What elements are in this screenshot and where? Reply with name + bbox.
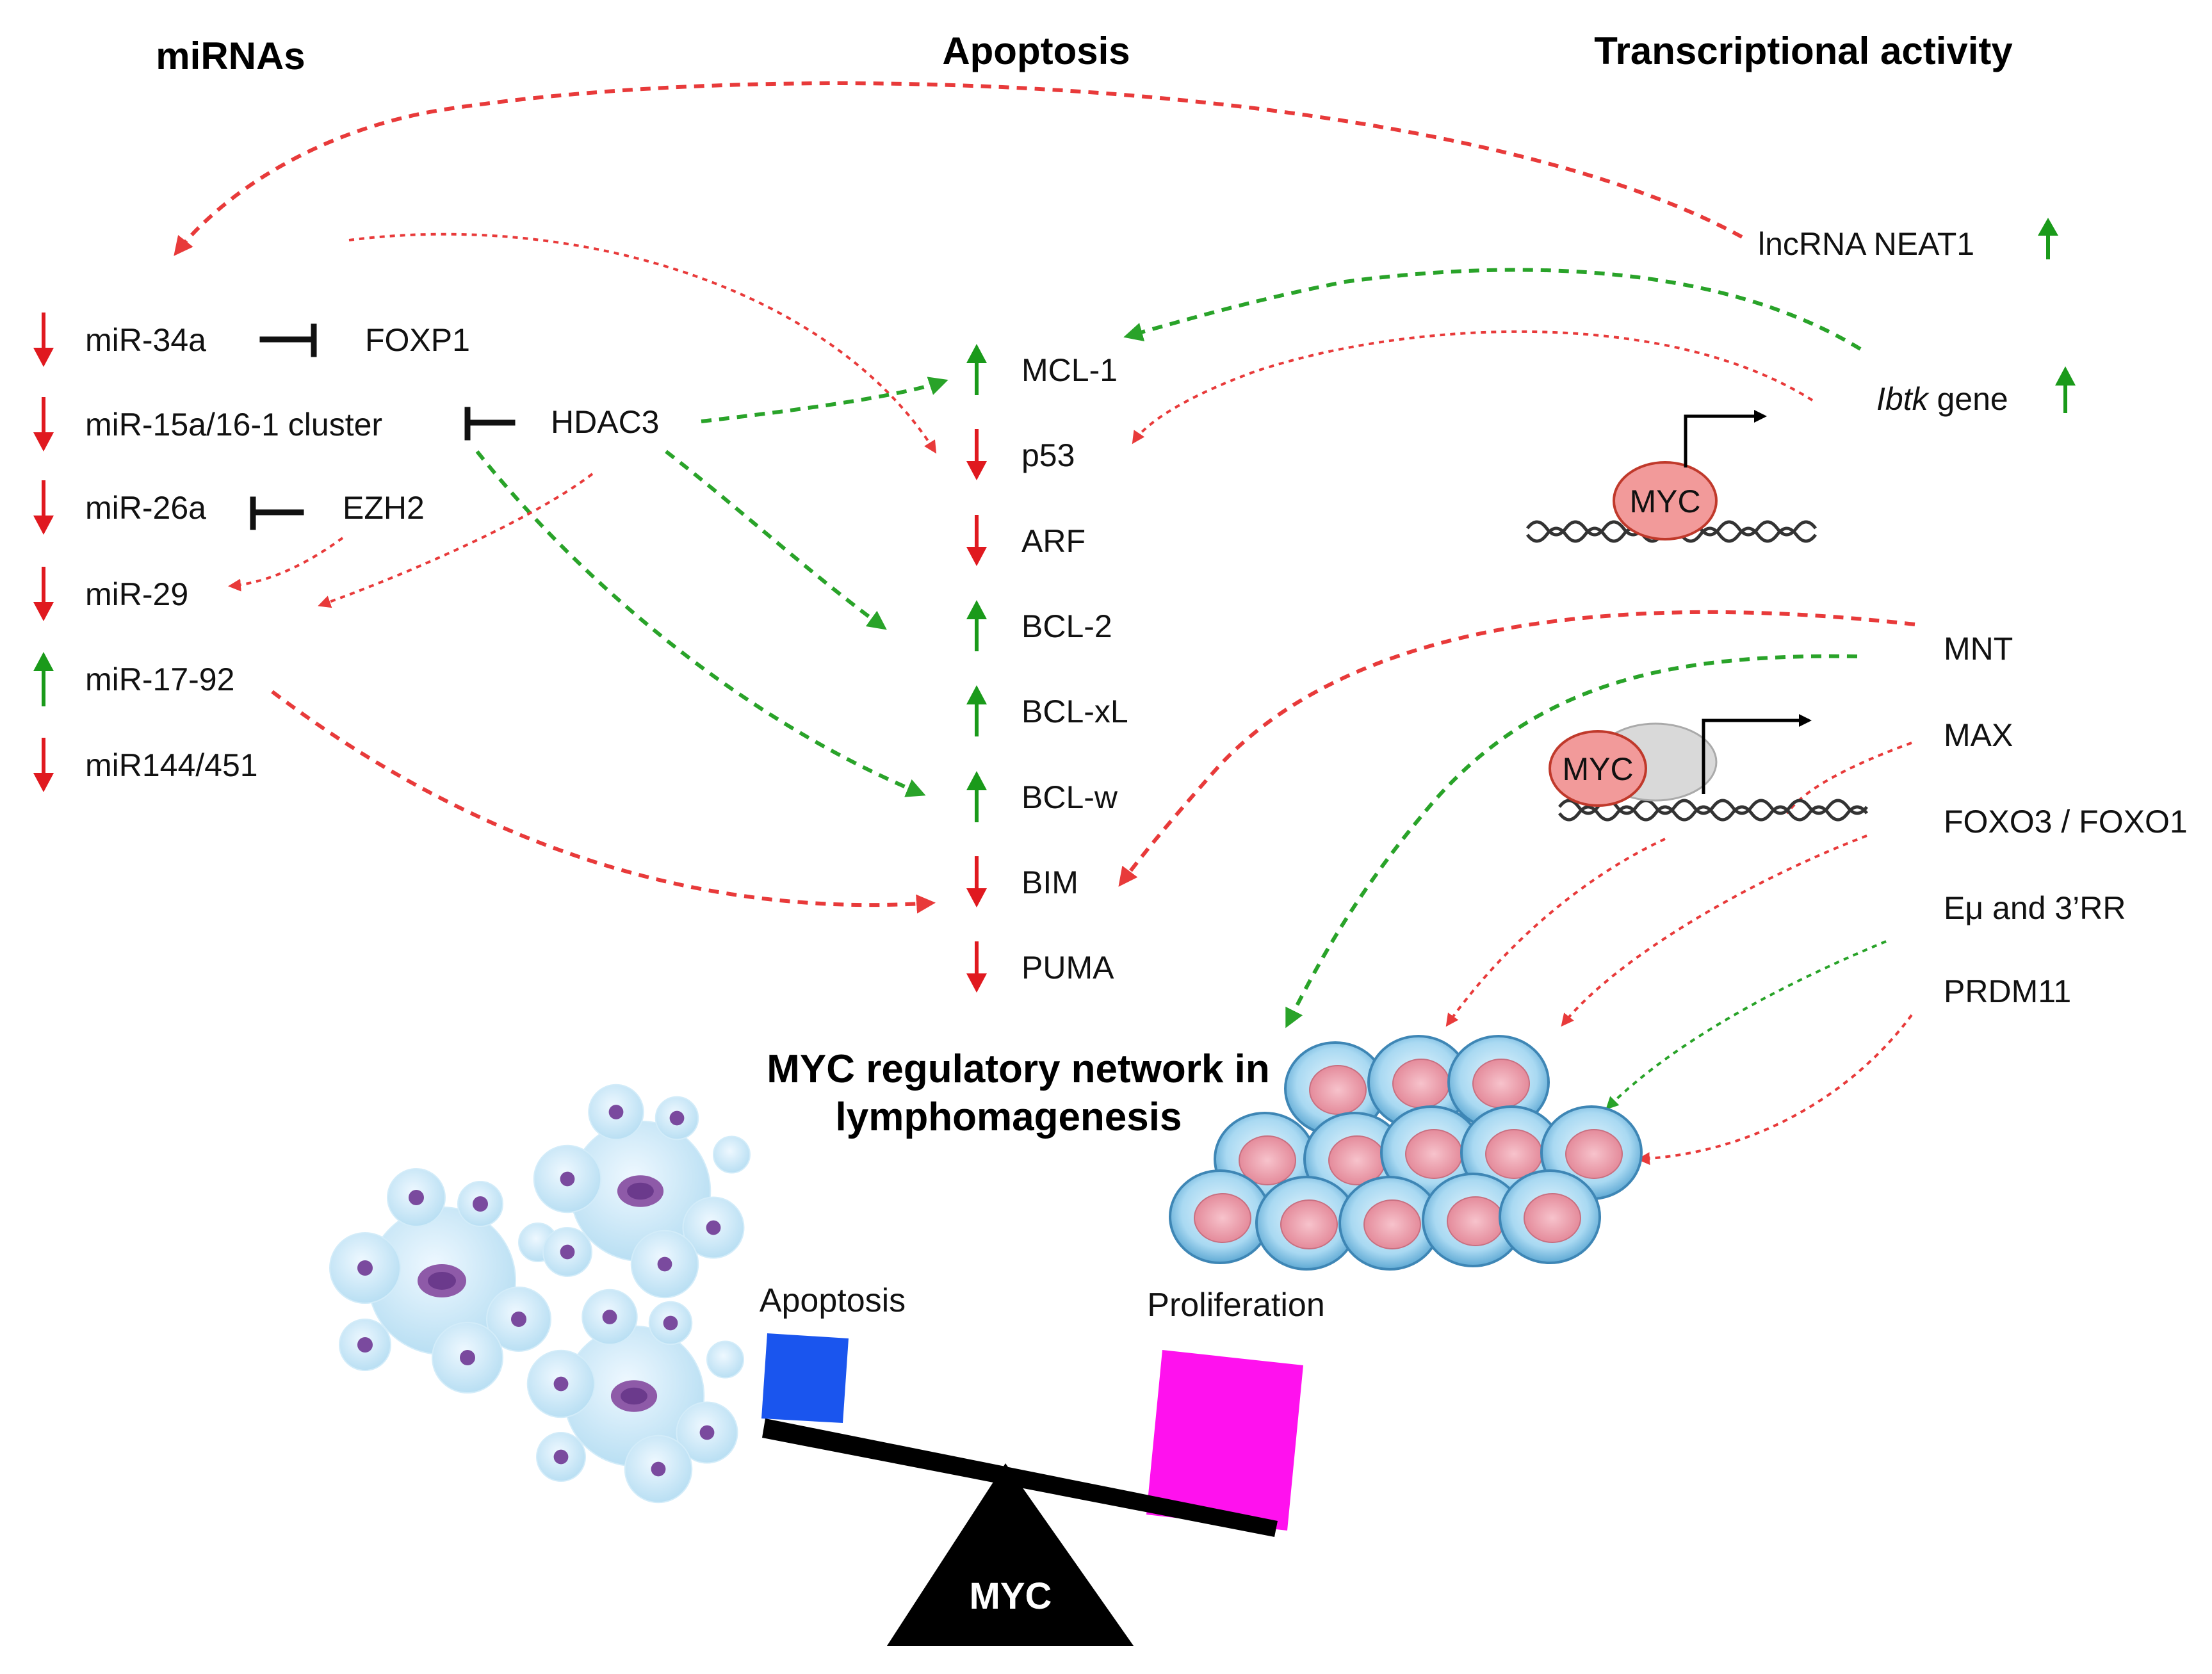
balance-scale: Apoptosis Proliferation MYC bbox=[760, 1282, 1325, 1646]
header-mirnas: miRNAs bbox=[156, 35, 305, 77]
apoptotic-cell-cluster bbox=[329, 1168, 558, 1394]
myc-fulcrum bbox=[887, 1463, 1134, 1646]
transcription-factor-label: Eμ and 3’RR bbox=[1944, 890, 2126, 926]
link-ibtk-to-p53 bbox=[1132, 330, 1814, 444]
balance-beam bbox=[762, 1418, 1278, 1537]
apoptosis-trend-arrow bbox=[966, 344, 987, 395]
transcription-factor-label: MAX bbox=[1944, 717, 2013, 753]
link-hdac3-to-bcl2 bbox=[665, 450, 887, 630]
apoptosis-gene-label: BIM bbox=[1021, 865, 1078, 900]
lncrna-up-arrow bbox=[2038, 218, 2058, 259]
myc-ellipse-lower bbox=[1549, 730, 1647, 807]
transcription-factor-label: FOXO3 / FOXO1 bbox=[1944, 804, 2188, 840]
link-ezh2-to-mir29 bbox=[228, 537, 344, 592]
link-mir1792-to-bim bbox=[271, 690, 936, 914]
transcription-factor-list: MNT MAX FOXO3 / FOXO1 Eμ and 3’RR PRDM11 bbox=[1944, 631, 2188, 1009]
apoptosis-gene-label: BCL-2 bbox=[1021, 608, 1112, 644]
lymphoma-cell bbox=[1422, 1173, 1524, 1267]
dna-helix-lower-2 bbox=[1558, 805, 1868, 822]
mirna-label: miR-26a bbox=[85, 490, 206, 526]
link-mnt-to-cells bbox=[1285, 654, 1858, 1028]
ibtk-italic: Ibtk bbox=[1876, 381, 1930, 417]
lymphoma-cell bbox=[1338, 1176, 1441, 1271]
balance-apoptosis-label: Apoptosis bbox=[760, 1282, 906, 1319]
apoptosis-weight-box bbox=[761, 1333, 849, 1423]
link-ibtk-to-mcl1 bbox=[1123, 268, 1862, 351]
ibtk-up-arrow bbox=[2055, 366, 2076, 413]
mirna-label: miR144/451 bbox=[85, 747, 258, 783]
link-prdm11-to-cells bbox=[1637, 1014, 1913, 1166]
ezh2-label: EZH2 bbox=[343, 490, 425, 526]
mirna-trend-arrow bbox=[33, 480, 54, 535]
myc-dna-upper: MYC bbox=[1526, 410, 1817, 543]
apoptosis-trend-arrow bbox=[966, 515, 987, 566]
hdac3-label: HDAC3 bbox=[551, 404, 659, 440]
fulcrum-myc-label: MYC bbox=[970, 1575, 1052, 1617]
mirna-trend-arrow bbox=[33, 567, 54, 621]
apoptosis-gene-label: PUMA bbox=[1021, 950, 1114, 986]
apoptosis-gene-label: BCL-w bbox=[1021, 779, 1118, 815]
myc-max-dna: MYC bbox=[1549, 714, 1868, 822]
myc-label-lower: MYC bbox=[1562, 751, 1633, 787]
apoptosis-trend-arrow bbox=[966, 429, 987, 480]
lymphoma-cell-cluster bbox=[1169, 1035, 1643, 1271]
apoptosis-trend-arrow bbox=[966, 856, 987, 907]
ibtk-gene-label: Ibtk gene bbox=[1876, 381, 2008, 417]
link-emu-to-cells bbox=[1606, 940, 1887, 1110]
myc-label-upper: MYC bbox=[1629, 484, 1700, 519]
link-mir34a-to-p53 bbox=[348, 232, 937, 454]
transcription-factor-label: PRDM11 bbox=[1944, 973, 2071, 1009]
mirna-trend-arrow bbox=[33, 397, 54, 451]
mirna-label: miR-34a bbox=[85, 322, 206, 358]
proliferation-weight-box bbox=[1146, 1350, 1303, 1531]
link-foxo-to-cells bbox=[1561, 834, 1867, 1027]
apoptosis-gene-label: p53 bbox=[1021, 437, 1075, 473]
network-title-line1: MYC regulatory network in bbox=[767, 1047, 1269, 1091]
link-mir15a-to-bclw bbox=[475, 450, 926, 797]
apoptosis-trend-arrow bbox=[966, 600, 987, 651]
inhibition-marks bbox=[250, 323, 516, 530]
apoptotic-cell-bubbles bbox=[329, 1084, 751, 1504]
network-title-line2: lymphomagenesis bbox=[836, 1095, 1182, 1139]
regulatory-links bbox=[174, 81, 1915, 1166]
lncrna-neat1-label: lncRNA NEAT1 bbox=[1758, 226, 1974, 262]
lymphoma-cell bbox=[1255, 1176, 1358, 1271]
foxp1-label: FOXP1 bbox=[365, 322, 470, 358]
transcription-factor-label: MNT bbox=[1944, 631, 2013, 667]
lymphoma-cell bbox=[1284, 1041, 1387, 1136]
mirna-label: miR-17-92 bbox=[85, 662, 234, 697]
mirna-label: miR-29 bbox=[85, 576, 188, 612]
header-apoptosis: Apoptosis bbox=[942, 29, 1130, 72]
link-mnt-to-bim bbox=[1118, 610, 1915, 887]
mirna-list: miR-34a miR-15a/16-1 cluster miR-26a miR-29… bbox=[33, 313, 382, 792]
transcription-start-arrow-lower bbox=[1702, 714, 1812, 794]
link-max-to-cells bbox=[1445, 838, 1666, 1027]
header-transcriptional-activity: Transcriptional activity bbox=[1594, 29, 2013, 72]
myc-ellipse-upper bbox=[1613, 461, 1718, 540]
link-neat1-to-mirnas bbox=[174, 81, 1743, 256]
mirna-trend-arrow bbox=[33, 313, 54, 367]
ibtk-gene-word: gene bbox=[1928, 381, 2008, 417]
transcription-start-arrow-upper bbox=[1684, 410, 1767, 467]
mirna-trend-arrow bbox=[33, 738, 54, 792]
lymphoma-cell bbox=[1499, 1169, 1601, 1264]
apoptotic-cell-cluster bbox=[526, 1288, 744, 1504]
link-hdac3-to-mcl1 bbox=[701, 377, 948, 423]
apoptosis-gene-label: MCL-1 bbox=[1021, 352, 1118, 388]
apoptosis-trend-arrow bbox=[966, 941, 987, 993]
apoptosis-gene-label: ARF bbox=[1021, 523, 1086, 559]
mirna-trend-arrow bbox=[33, 652, 54, 706]
apoptotic-cell-cluster bbox=[533, 1084, 751, 1299]
balance-proliferation-label: Proliferation bbox=[1147, 1287, 1324, 1324]
apoptosis-gene-label: BCL-xL bbox=[1021, 694, 1128, 729]
lymphoma-cell bbox=[1169, 1169, 1271, 1264]
link-hdac3-to-mir29 bbox=[318, 473, 594, 608]
apoptosis-trend-arrow bbox=[966, 685, 987, 736]
apoptosis-trend-arrow bbox=[966, 771, 987, 822]
lymphoma-cell bbox=[1447, 1035, 1550, 1130]
mirna-label: miR-15a/16-1 cluster bbox=[85, 407, 382, 443]
